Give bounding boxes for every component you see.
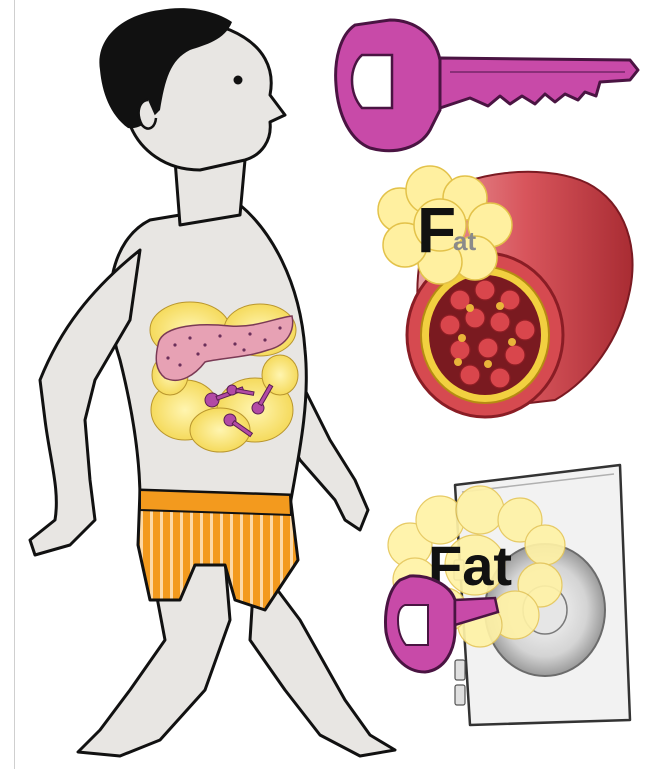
blood-vessel-icon: F at: [378, 166, 633, 417]
person-figure: [30, 8, 395, 756]
vessel-fat-small-letters: at: [453, 226, 476, 256]
key-icon: [336, 20, 638, 151]
vessel-fat-big-letter: F: [417, 194, 456, 266]
person-eye: [234, 76, 243, 85]
safe-icon: Fat: [386, 465, 630, 725]
key-blade: [440, 58, 638, 108]
person-front-arm: [30, 250, 140, 555]
